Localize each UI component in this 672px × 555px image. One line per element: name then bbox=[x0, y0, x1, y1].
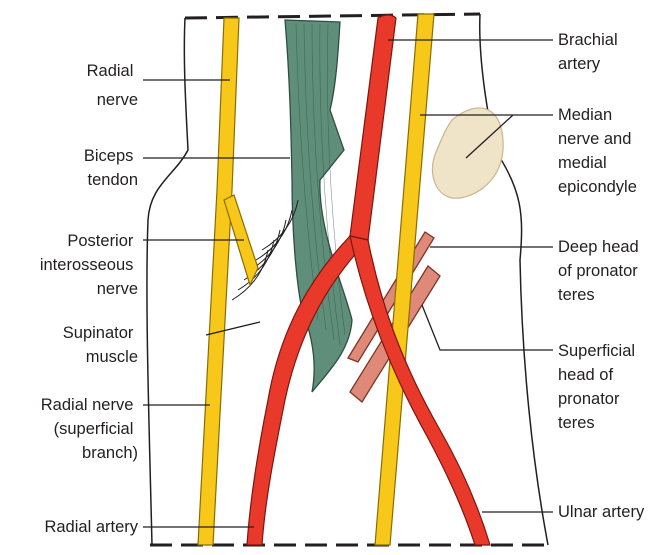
labels-left: Radial nerve Biceps tendon Posterior int… bbox=[40, 62, 139, 536]
limb-right-outline bbox=[480, 14, 548, 545]
label-supinator-muscle: Supinator muscle bbox=[63, 324, 138, 366]
supinator-fiber-line bbox=[256, 210, 292, 260]
label-median-nerve-medial-epicondyle: Median nerve and medial epicondyle bbox=[558, 106, 637, 196]
brachial-artery bbox=[350, 15, 396, 240]
radial-nerve bbox=[198, 18, 239, 545]
leader-superficial-head bbox=[422, 305, 553, 350]
labels-right: Brachial artery Median nerve and medial … bbox=[558, 31, 645, 521]
label-radial-artery: Radial artery bbox=[44, 518, 138, 536]
label-radial-nerve: Radial nerve bbox=[87, 62, 138, 109]
label-radial-nerve-superficial: Radial nerve (superficial branch) bbox=[41, 396, 138, 462]
medial-epicondyle bbox=[433, 108, 504, 198]
label-biceps-tendon: Biceps tendon bbox=[84, 147, 138, 189]
label-brachial-artery: Brachial artery bbox=[558, 31, 622, 73]
label-posterior-interosseous-nerve: Posterior interosseous nerve bbox=[40, 232, 138, 298]
label-superficial-head-pronator-teres: Superficial head of pronator teres bbox=[558, 342, 640, 432]
limb-left-outline bbox=[147, 18, 188, 545]
arteries bbox=[247, 15, 490, 545]
label-deep-head-pronator-teres: Deep head of pronator teres bbox=[558, 238, 643, 304]
label-ulnar-artery: Ulnar artery bbox=[558, 503, 645, 521]
